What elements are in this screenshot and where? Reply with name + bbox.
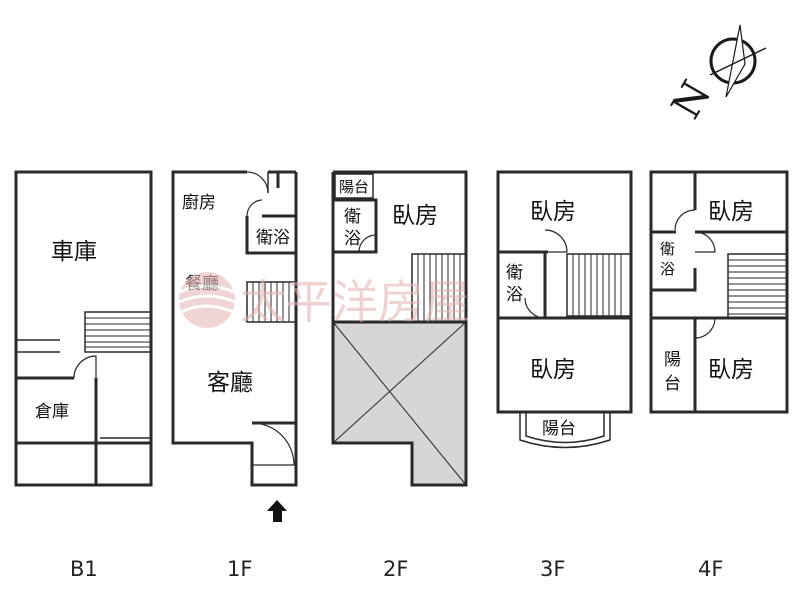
room-bathroom-label: 衛 浴 <box>506 263 528 305</box>
room-bathroom-label: 衛 浴 <box>660 240 680 278</box>
room-bedroom-top-label: 臥房 <box>530 199 576 225</box>
room-balcony-char-1: 陽 <box>664 350 681 370</box>
room-bedroom-label: 臥房 <box>392 203 438 229</box>
room-bathroom-label: 衛浴 <box>256 228 290 248</box>
room-bedroom-bottom-label: 臥房 <box>530 357 576 383</box>
room-bedroom-top-label: 臥房 <box>708 199 754 225</box>
floor-1f: 廚房 衛浴 餐廳 客廳 <box>171 170 298 522</box>
floor-label-4f: 4F <box>698 557 723 581</box>
room-bathroom-char-1: 衛 <box>660 240 675 258</box>
floor-2f: 陽台 衛 浴 臥房 <box>331 170 468 487</box>
room-kitchen-label: 廚房 <box>182 192 216 213</box>
watermark: 太平洋房屋 <box>178 272 470 329</box>
room-living-label: 客廳 <box>207 370 253 396</box>
floor-3f: 臥房 衛 浴 臥房 陽台 <box>496 170 633 449</box>
room-balcony-label: 陽台 <box>339 178 369 196</box>
up-arrow-icon <box>267 500 287 522</box>
room-balcony-label: 陽台 <box>542 419 576 439</box>
floor-label-1f: 1F <box>227 557 252 581</box>
wave-logo-icon <box>178 272 236 328</box>
floor-4f: 臥房 衛 浴 陽 台 臥房 <box>649 170 789 414</box>
floor-label-2f: 2F <box>383 557 408 581</box>
floor-b1: 車庫 倉庫 <box>14 170 153 487</box>
floor-label-3f: 3F <box>540 557 565 581</box>
room-bathroom-label: 衛 浴 <box>344 207 366 249</box>
room-balcony-label: 陽 台 <box>664 350 686 394</box>
room-bathroom-char-2: 浴 <box>660 260 675 278</box>
room-bathroom-char-1: 衛 <box>506 263 523 283</box>
watermark-text: 太平洋房屋 <box>240 275 470 329</box>
compass-north-label: N <box>663 73 720 126</box>
room-balcony-char-2: 台 <box>664 374 681 394</box>
floor-label-b1: B1 <box>70 557 98 581</box>
room-bedroom-bottom-label: 臥房 <box>708 357 754 383</box>
compass-icon: N <box>663 24 767 127</box>
room-garage-label: 車庫 <box>51 239 97 265</box>
room-bathroom-char-2: 浴 <box>344 229 361 249</box>
room-bathroom-char-1: 衛 <box>344 207 361 227</box>
room-storage-label: 倉庫 <box>35 402 69 422</box>
room-bathroom-char-2: 浴 <box>506 285 523 305</box>
